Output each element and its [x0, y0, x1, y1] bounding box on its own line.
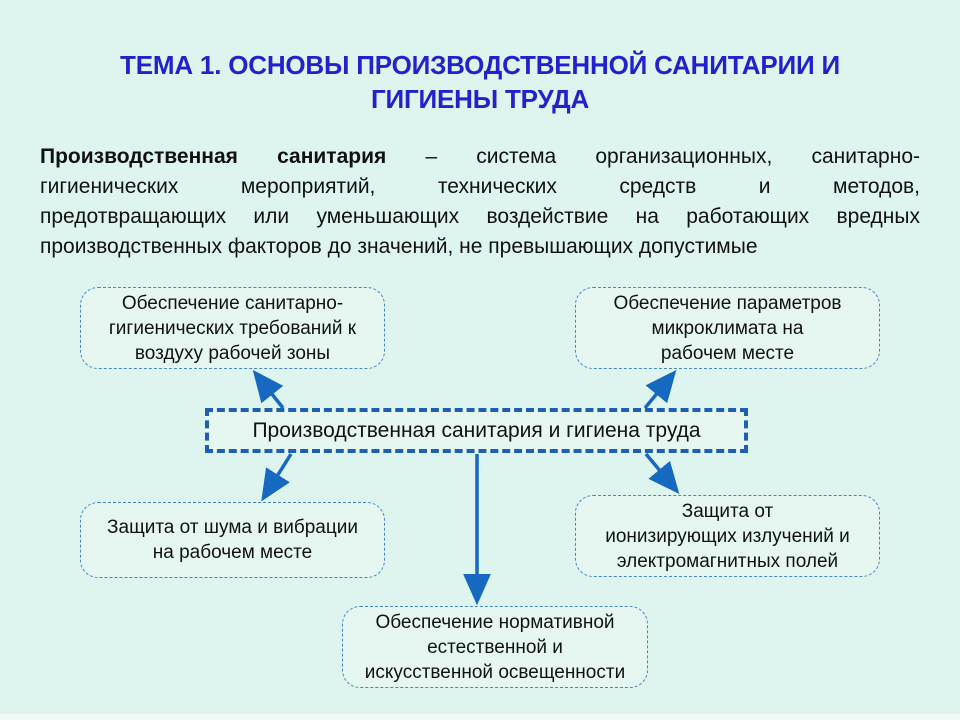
- arrow-center-to-microclimate-icon: [643, 369, 677, 410]
- slide-title: ТЕМА 1. ОСНОВЫ ПРОИЗВОДСТВЕННОЙ САНИТАРИ…: [120, 50, 840, 114]
- slide-bottom-edge: [0, 714, 960, 720]
- diagram-box-microclimate: Обеспечение параметров микроклимата на р…: [575, 287, 880, 369]
- definition-paragraph: Производственная санитария – система орг…: [40, 142, 920, 262]
- arrow-center-to-air-icon: [252, 369, 285, 410]
- diagram-center-box: Производственная санитария и гигиена тру…: [205, 408, 748, 453]
- definition-line-1-rest: – система организационных, санитарно-: [425, 145, 920, 168]
- diagram-box-radiation: Защита от ионизирующих излучений и элект…: [575, 495, 880, 577]
- diagram-box-air-quality: Обеспечение санитарно- гигиенических тре…: [80, 287, 385, 369]
- definition-line-1: Производственная санитария – система орг…: [40, 142, 920, 172]
- definition-line-2: гигиенических мероприятий, технических с…: [40, 175, 920, 198]
- diagram-box-noise-vibration: Защита от шума и вибрации на рабочем мес…: [80, 502, 385, 578]
- definition-line-4: производственных факторов до значений, н…: [40, 235, 758, 258]
- definition-line-3: предотвращающих или уменьшающих воздейст…: [40, 205, 920, 228]
- arrow-center-to-radiation-icon: [644, 452, 680, 495]
- definition-term: Производственная санитария: [40, 145, 387, 168]
- diagram-box-lighting: Обеспечение нормативной естественной и и…: [342, 606, 648, 688]
- arrow-center-to-noise-icon: [261, 453, 293, 502]
